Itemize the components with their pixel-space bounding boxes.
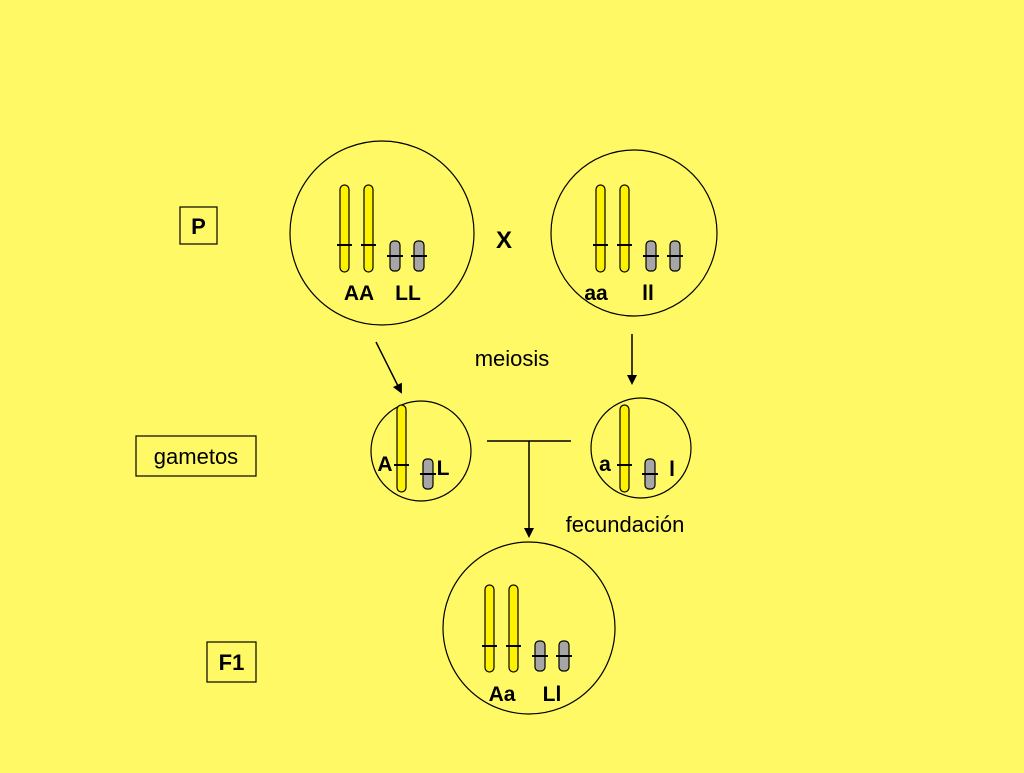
chromosome-short [420,458,436,490]
offspring-genotype-a: Aa [489,683,516,706]
meiosis-label: meiosis [475,346,550,371]
chromosome-long [617,404,632,493]
chromosome-short [532,640,548,672]
gamete-right-allele-a: a [599,453,611,476]
generation-label-f1-text: F1 [219,650,245,675]
parent-right-cell-membrane [550,149,718,317]
chromosome-short [643,240,659,272]
chromosome-long [506,584,521,673]
offspring-genotype-l: Ll [543,683,562,706]
gamete-left-allele-l: L [437,457,450,480]
meiosis-arrow-left [375,341,402,394]
chromosome-long [593,184,608,273]
parent-left-cell-membrane [289,140,475,326]
offspring-cell-membrane [442,541,616,715]
offspring-cell: Aa Ll [442,541,616,715]
fertilization-label: fecundación [566,512,685,537]
chromosome-long [337,184,352,273]
chromosome-long [394,404,409,493]
chromosome-short [667,240,683,272]
generation-label-f1: F1 [206,641,257,683]
gamete-left-allele-a: A [377,453,392,476]
generation-label-gametes-text: gametos [154,444,238,469]
generation-label-p-text: P [191,214,206,239]
generation-label-p: P [179,206,218,245]
parent-left-genotype-l: LL [395,282,421,305]
gamete-right-allele-l: l [669,458,675,481]
chromosome-long [361,184,376,273]
gamete-left-cell: A L [370,400,472,502]
chromosome-long [482,584,497,673]
gamete-right-cell: a l [590,397,692,499]
chromosome-short [556,640,572,672]
chromosome-long [617,184,632,273]
gamete-right-cell-membrane [590,397,692,499]
chromosome-short [387,240,403,272]
parent-right-genotype-l: ll [642,282,654,305]
parent-left-cell: AA LL [289,140,475,326]
cross-symbol: X [496,227,512,254]
chromosome-short [642,458,658,490]
chromosome-short [411,240,427,272]
parent-right-genotype-a: aa [584,282,608,305]
parent-right-cell: aa ll [550,149,718,317]
generation-label-gametes: gametos [135,435,257,477]
parent-left-genotype-a: AA [344,282,374,305]
gamete-left-cell-membrane [370,400,472,502]
